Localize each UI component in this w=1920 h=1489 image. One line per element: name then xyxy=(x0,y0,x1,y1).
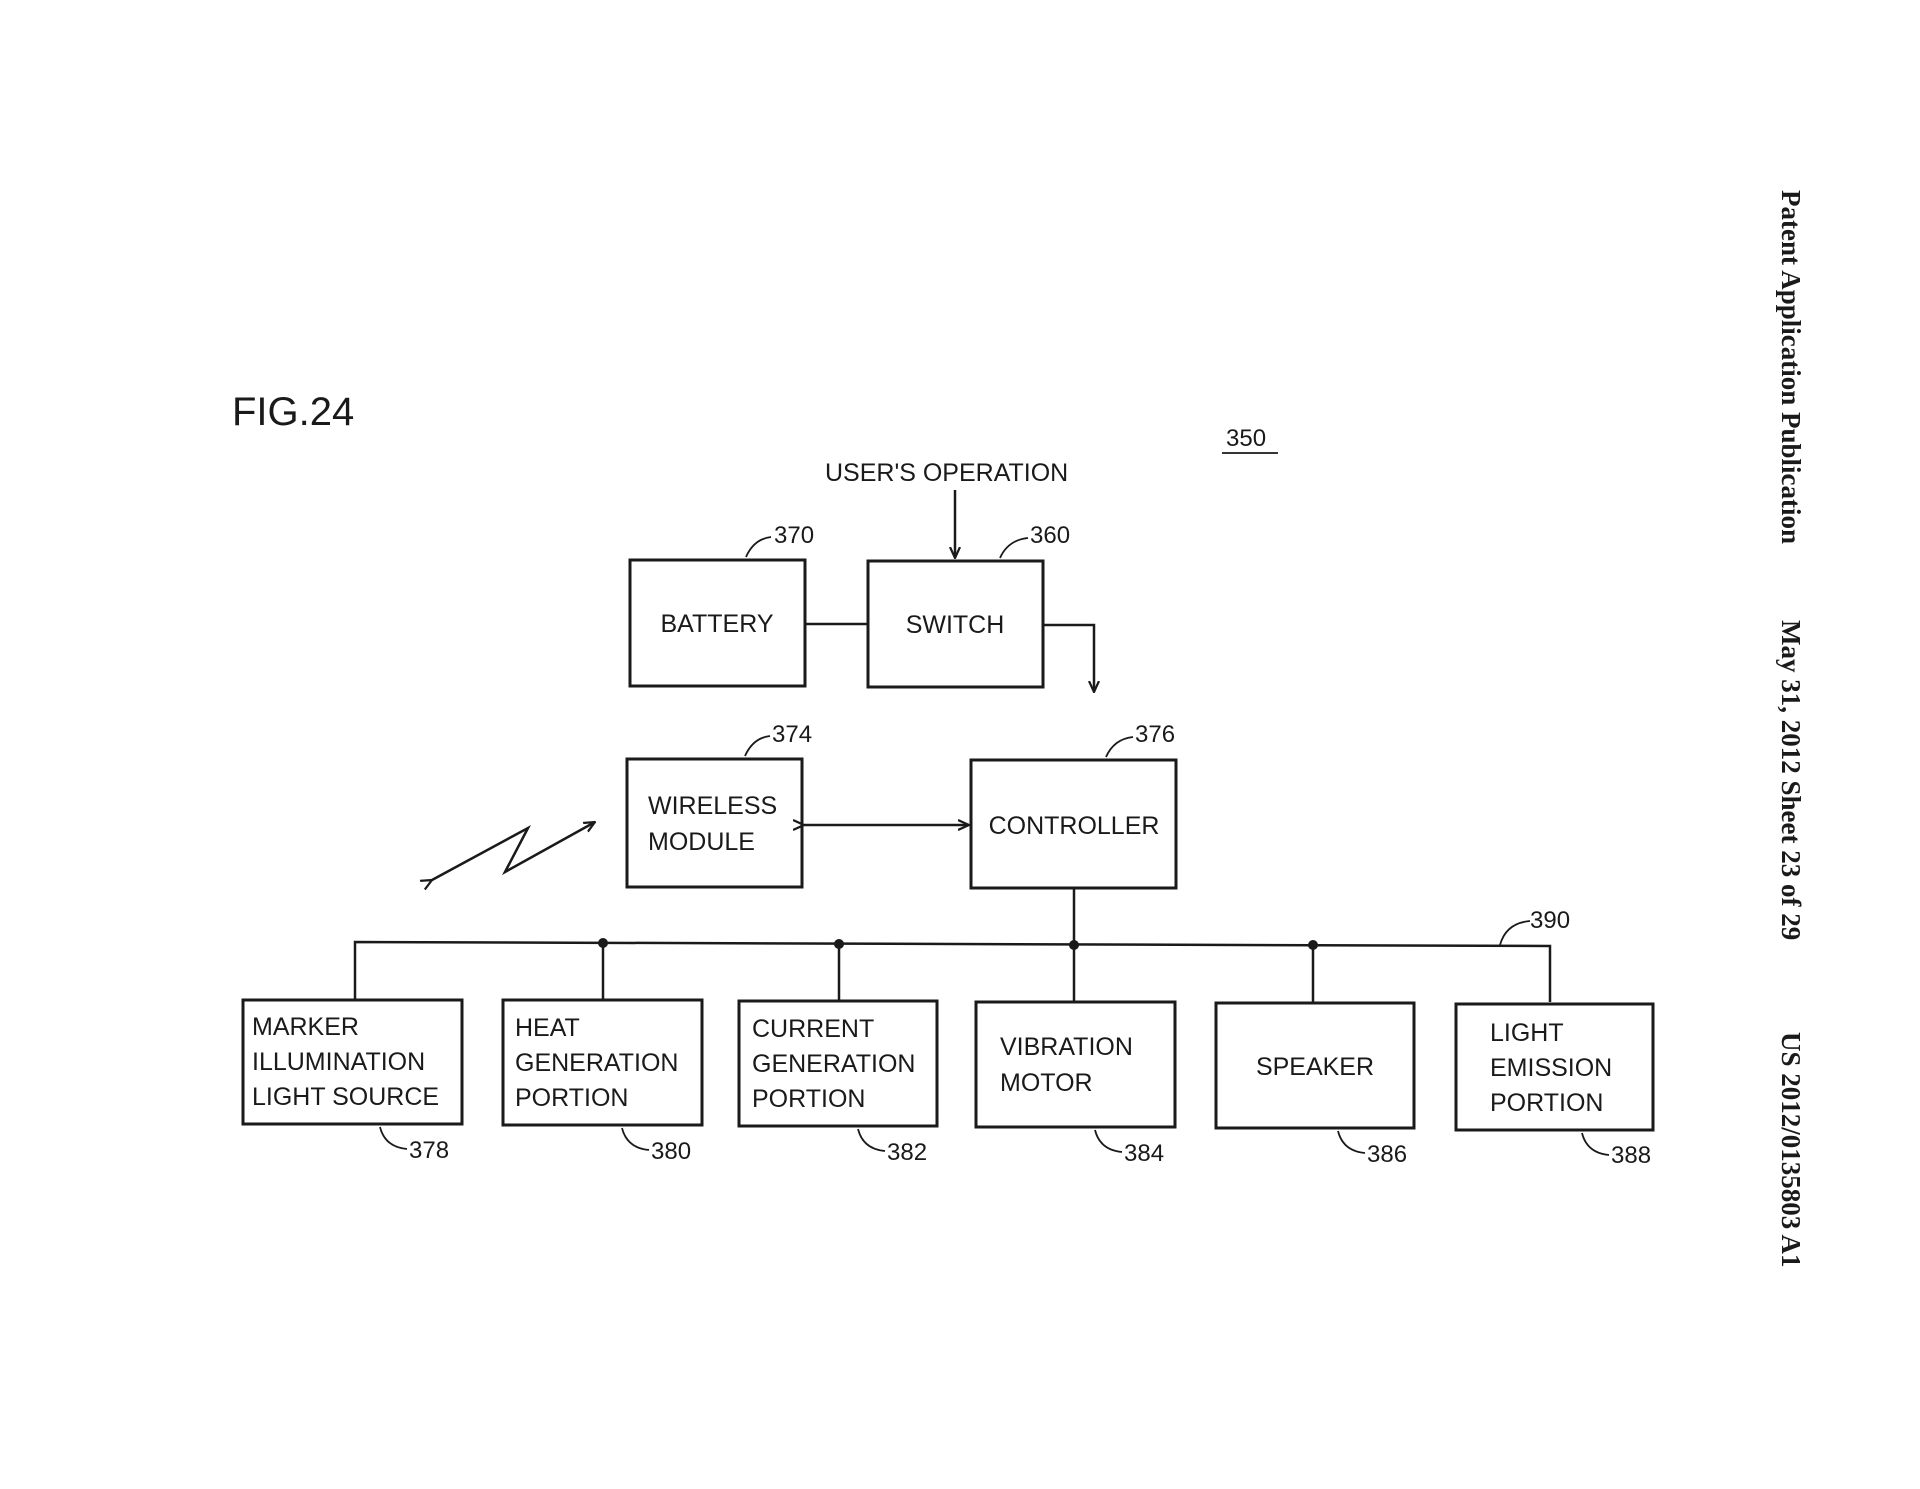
marker-ref: 378 xyxy=(409,1137,449,1164)
wireless-module-label-line1: WIRELESS xyxy=(648,792,777,820)
marker-label-line3: LIGHT SOURCE xyxy=(252,1083,439,1111)
heat-generation-box xyxy=(501,998,704,1127)
radio-signal-icon xyxy=(432,822,595,880)
wireless-module-box xyxy=(625,757,804,889)
heat-label-line1: HEAT xyxy=(515,1014,580,1042)
patent-number: US 2012/0135803 A1 xyxy=(1776,1032,1806,1268)
page-header: Patent Application Publication May 31, 2… xyxy=(1776,190,1806,1268)
current-ref: 382 xyxy=(887,1139,927,1166)
battery-leader xyxy=(745,536,772,558)
heat-label-line3: PORTION xyxy=(515,1084,628,1112)
bus-ref: 390 xyxy=(1530,907,1570,934)
current-leader xyxy=(857,1128,886,1152)
controller-block: CONTROLLER 376 xyxy=(969,721,1178,890)
light-label-line3: PORTION xyxy=(1490,1089,1603,1117)
switch-leader xyxy=(999,537,1029,559)
marker-label-line1: MARKER xyxy=(252,1013,359,1041)
light-emission-box xyxy=(1454,1002,1655,1132)
marker-label-line2: ILLUMINATION xyxy=(252,1048,425,1076)
publication-title: Patent Application Publication xyxy=(1776,190,1806,544)
vibration-motor-block: VIBRATION MOTOR 384 xyxy=(974,1000,1177,1167)
controller-label: CONTROLLER xyxy=(989,812,1160,840)
current-label-line1: CURRENT xyxy=(752,1015,874,1043)
figure-ref: 350 xyxy=(1226,425,1266,452)
light-emission-block: LIGHT EMISSION PORTION 388 xyxy=(1454,1002,1655,1169)
users-operation-label: USER'S OPERATION xyxy=(825,459,1068,487)
bus-line xyxy=(353,940,1552,1002)
switch-block: SWITCH 360 xyxy=(866,522,1070,689)
current-label-line3: PORTION xyxy=(752,1085,865,1113)
switch-label: SWITCH xyxy=(906,611,1005,639)
controller-ref: 376 xyxy=(1135,721,1175,748)
speaker-box xyxy=(1214,1001,1416,1130)
heat-leader xyxy=(621,1127,650,1151)
switch-ref: 360 xyxy=(1030,522,1070,549)
marker-leader xyxy=(379,1126,408,1150)
speaker-leader xyxy=(1337,1130,1366,1154)
light-label-line1: LIGHT xyxy=(1490,1019,1564,1047)
speaker-ref: 386 xyxy=(1367,1141,1407,1168)
bus-390: 390 xyxy=(353,907,1570,1003)
heat-label-line2: GENERATION xyxy=(515,1049,678,1077)
battery-label: BATTERY xyxy=(661,610,774,638)
bus-leader xyxy=(1499,920,1531,946)
battery-block: BATTERY 370 xyxy=(628,522,814,688)
speaker-block: SPEAKER 386 xyxy=(1214,1001,1416,1168)
light-label-line2: EMISSION xyxy=(1490,1054,1612,1082)
current-label-line2: GENERATION xyxy=(752,1050,915,1078)
switch-output-arrow xyxy=(1043,623,1094,692)
current-generation-block: CURRENT GENERATION PORTION 382 xyxy=(737,999,939,1166)
vibration-label-line1: VIBRATION xyxy=(1000,1033,1133,1061)
controller-leader xyxy=(1105,736,1134,758)
vibration-leader xyxy=(1094,1129,1123,1153)
battery-ref: 370 xyxy=(774,522,814,549)
marker-illumination-block: MARKER ILLUMINATION LIGHT SOURCE 378 xyxy=(241,998,464,1164)
wireless-module-leader xyxy=(744,735,771,757)
light-ref: 388 xyxy=(1611,1142,1651,1169)
light-leader xyxy=(1581,1132,1610,1156)
vibration-motor-box xyxy=(974,1000,1177,1129)
current-generation-box xyxy=(737,999,939,1128)
date-sheet: May 31, 2012 Sheet 23 of 29 xyxy=(1776,620,1806,940)
vibration-ref: 384 xyxy=(1124,1140,1164,1167)
wireless-module-label-line2: MODULE xyxy=(648,828,755,856)
speaker-label: SPEAKER xyxy=(1256,1053,1374,1081)
figure-label: FIG.24 xyxy=(232,390,354,434)
vibration-label-line2: MOTOR xyxy=(1000,1069,1093,1097)
heat-ref: 380 xyxy=(651,1138,691,1165)
marker-illumination-box xyxy=(241,998,464,1126)
wireless-module-ref: 374 xyxy=(772,721,812,748)
wireless-module-block: WIRELESS MODULE 374 xyxy=(625,721,812,889)
heat-generation-block: HEAT GENERATION PORTION 380 xyxy=(501,998,704,1165)
